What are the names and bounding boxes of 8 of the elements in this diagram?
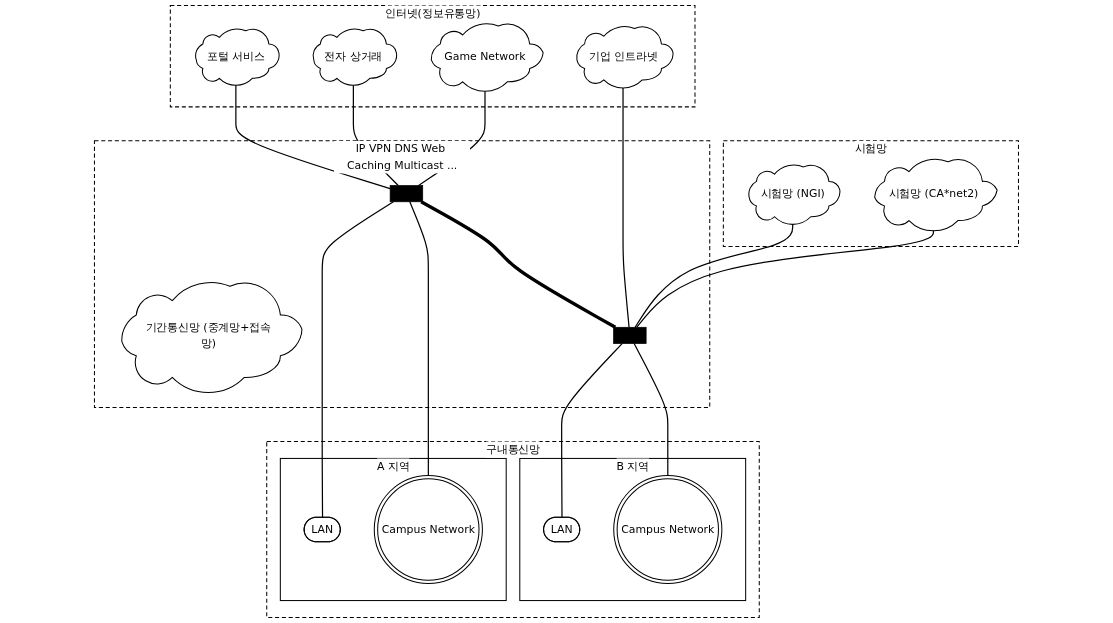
node-box [613,326,647,344]
connector [561,342,623,519]
connector [321,201,395,519]
connector [420,200,617,329]
node-box [389,185,424,203]
connector [409,201,429,477]
connector [622,86,630,328]
connector [633,342,669,477]
